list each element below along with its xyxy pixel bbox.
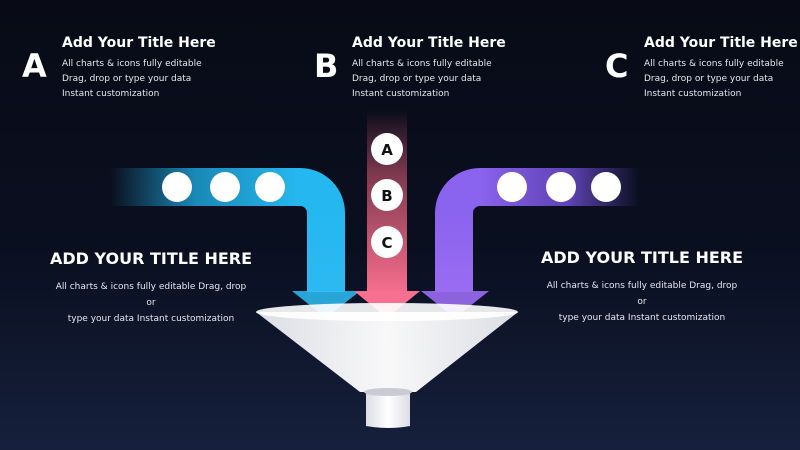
left-dot-2 <box>210 172 240 202</box>
right-panel-desc: All charts & icons fully editable Drag, … <box>542 278 742 326</box>
left-dot-1 <box>162 172 192 202</box>
card-b-title: Add Your Title Here <box>352 35 506 51</box>
stack-circle-c <box>371 226 403 258</box>
funnel-icon <box>256 303 518 428</box>
card-c-line-2: Drag, drop or type your data <box>644 74 774 84</box>
card-a-letter: A <box>22 47 47 85</box>
left-panel-desc: All charts & icons fully editable Drag, … <box>51 279 251 327</box>
card-b-line-3: Instant customization <box>352 89 450 99</box>
card-c-line-3: Instant customization <box>644 89 742 99</box>
card-a-line-1: All charts & icons fully editable <box>62 59 202 69</box>
center-stack: A B C <box>371 133 403 258</box>
stack-label-c: C <box>381 234 392 252</box>
card-c-title: Add Your Title Here <box>644 35 798 51</box>
card-b-line-1: All charts & icons fully editable <box>352 59 492 69</box>
right-dot-2 <box>546 172 576 202</box>
card-b-line-2: Drag, drop or type your data <box>352 74 482 84</box>
right-panel-desc-line-2: type your data Instant customization <box>558 313 726 323</box>
stack-label-b: B <box>381 187 392 205</box>
stack-circle-a <box>371 133 403 165</box>
card-c-line-1: All charts & icons fully editable <box>644 59 784 69</box>
right-dot-3 <box>591 172 621 202</box>
card-a-line-3: Instant customization <box>62 89 160 99</box>
left-dot-3 <box>255 172 285 202</box>
left-panel-desc-line-2: type your data Instant customization <box>67 314 235 324</box>
right-panel-title: ADD YOUR TITLE HERE <box>540 248 744 267</box>
card-c-letter: C <box>605 47 629 85</box>
left-panel-title: ADD YOUR TITLE HERE <box>49 249 253 268</box>
stack-label-a: A <box>381 141 393 159</box>
right-panel-desc-line-1: All charts & icons fully editable Drag, … <box>546 281 738 307</box>
card-a-line-2: Drag, drop or type your data <box>62 74 192 84</box>
left-panel-desc-line-1: All charts & icons fully editable Drag, … <box>55 282 247 308</box>
stack-circle-b <box>371 179 403 211</box>
card-a-title: Add Your Title Here <box>62 35 216 51</box>
card-b-letter: B <box>314 47 339 85</box>
right-dot-1 <box>497 172 527 202</box>
